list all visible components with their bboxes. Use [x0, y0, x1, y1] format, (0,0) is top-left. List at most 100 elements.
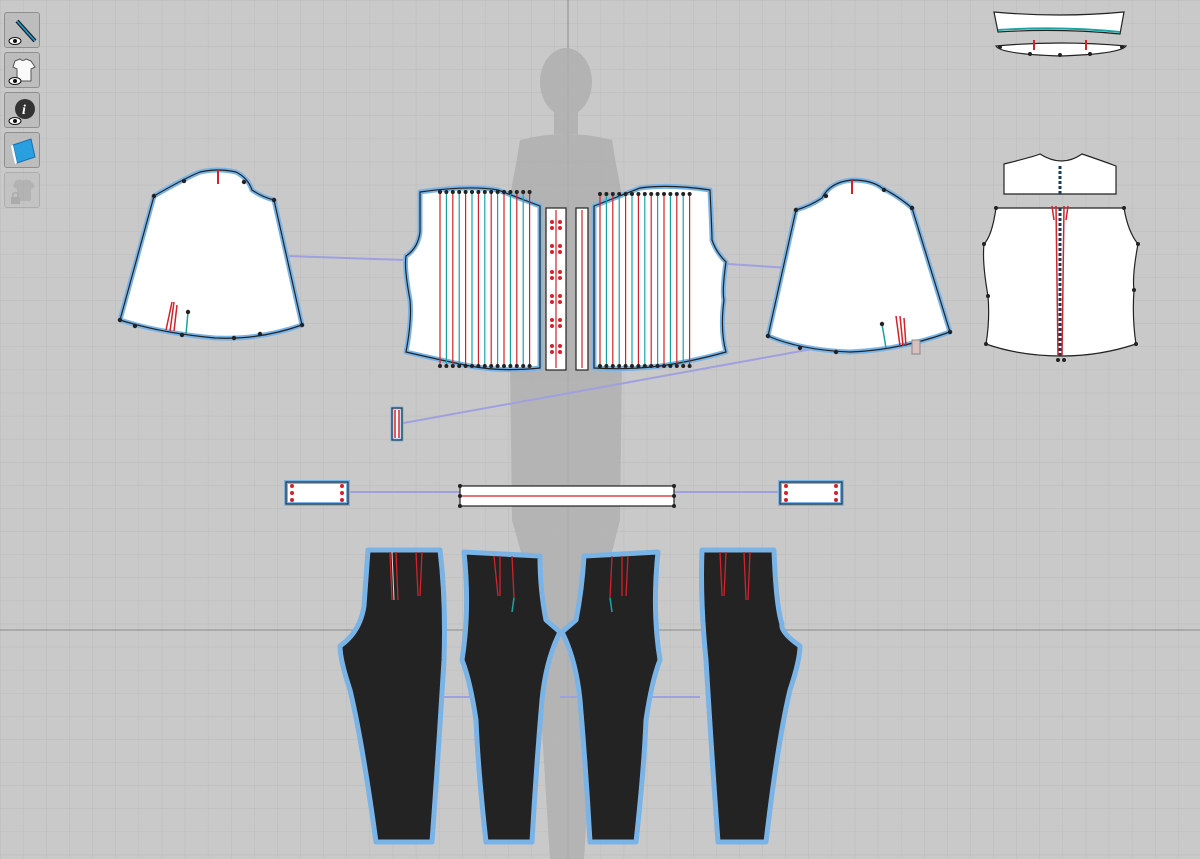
vertex-point	[495, 364, 500, 368]
vertex-point	[623, 192, 628, 196]
button-marker	[558, 226, 562, 230]
pleat-lines-left	[438, 190, 532, 368]
vertex-point	[457, 190, 462, 194]
button-marker	[558, 350, 562, 354]
pants-back-right-piece[interactable]	[559, 549, 663, 845]
vertex-point	[681, 364, 686, 368]
collar-piece[interactable]	[995, 40, 1128, 57]
vertex-point	[649, 192, 654, 196]
vertex-point	[495, 190, 500, 194]
cuff-left-piece[interactable]	[284, 480, 350, 506]
vertex-point	[463, 190, 468, 194]
vertex-point	[514, 364, 519, 368]
back-yoke-piece[interactable]	[1003, 153, 1117, 195]
vertex-point	[662, 192, 666, 196]
vertex-point	[610, 192, 615, 196]
button-marker	[550, 276, 554, 280]
vertex-point	[636, 192, 641, 196]
vertex-point	[527, 364, 532, 368]
vertex-point	[450, 190, 455, 194]
button-marker	[550, 344, 554, 348]
button-marker	[558, 294, 562, 298]
button-marker	[558, 276, 562, 280]
placket-left-piece[interactable]	[545, 207, 567, 371]
front-bodice-right-piece[interactable]	[591, 183, 729, 372]
locked-garment-button[interactable]	[4, 172, 40, 208]
button-marker	[558, 344, 562, 348]
vertex-point	[457, 364, 462, 368]
vertex-point	[636, 364, 641, 368]
collar-stand-piece[interactable]	[993, 11, 1125, 35]
vertex-point	[438, 190, 442, 194]
garment-visibility-icon	[8, 58, 36, 85]
button-marker	[558, 324, 562, 328]
right-sleeve-piece[interactable]	[765, 177, 953, 355]
vertex-point	[463, 364, 468, 368]
vertex-point	[642, 192, 647, 196]
small-tab-piece[interactable]	[390, 406, 404, 442]
button-marker	[550, 300, 554, 304]
vertex-point	[489, 364, 494, 368]
vertex-point	[610, 364, 615, 368]
svg-text:i: i	[22, 103, 26, 118]
vertex-point	[617, 192, 622, 196]
vertex-point	[642, 364, 647, 368]
vertex-point	[655, 192, 660, 196]
vertex-point	[444, 190, 449, 194]
vertex-point	[470, 190, 474, 194]
button-marker	[550, 226, 554, 230]
button-marker	[558, 318, 562, 322]
vertex-point	[502, 190, 506, 194]
info-visibility-button[interactable]: i	[4, 92, 40, 128]
pants-back-left-piece[interactable]	[459, 549, 563, 845]
vertex-point	[674, 192, 679, 196]
vertex-point	[470, 364, 474, 368]
vertex-point	[444, 364, 449, 368]
texture-icon	[11, 138, 36, 164]
vertex-point	[617, 364, 622, 368]
cuff-right-piece[interactable]	[778, 480, 844, 506]
waistband-piece[interactable]	[458, 484, 676, 508]
locked-garment-icon	[11, 179, 35, 204]
pants-front-right-piece[interactable]	[699, 547, 803, 845]
vertex-point	[655, 364, 660, 368]
vertex-point	[527, 190, 532, 194]
vertex-point	[521, 364, 526, 368]
pencil-visibility-button[interactable]	[4, 12, 40, 48]
button-marker	[550, 220, 554, 224]
vertex-point	[508, 190, 513, 194]
garment-visibility-button[interactable]	[4, 52, 40, 88]
vertex-point	[598, 192, 602, 196]
vertex-point	[508, 364, 513, 368]
vertex-point	[598, 364, 602, 368]
vertex-point	[687, 192, 692, 196]
vertex-point	[681, 192, 686, 196]
vertex-point	[482, 364, 487, 368]
vertex-point	[502, 364, 506, 368]
button-marker	[558, 220, 562, 224]
left-sleeve-piece[interactable]	[117, 167, 305, 341]
button-marker	[550, 244, 554, 248]
placket-right-piece[interactable]	[575, 207, 589, 371]
texture-button[interactable]	[4, 132, 40, 168]
vertex-point	[687, 364, 692, 368]
front-bodice-left-piece[interactable]	[403, 185, 543, 373]
button-marker	[558, 244, 562, 248]
vertex-point	[604, 192, 609, 196]
button-marker	[558, 270, 562, 274]
pants-front-left-piece[interactable]	[337, 547, 447, 845]
vertex-point	[662, 364, 666, 368]
back-bodice-piece[interactable]	[982, 205, 1140, 362]
vertex-point	[489, 190, 494, 194]
view-toolbar: i	[4, 12, 44, 212]
info-visibility-icon: i	[8, 99, 35, 125]
vertex-point	[604, 364, 609, 368]
vertex-point	[630, 364, 634, 368]
vertex-point	[476, 364, 481, 368]
vertex-point	[438, 364, 442, 368]
vertex-point	[482, 190, 487, 194]
vertex-point	[450, 364, 455, 368]
vertex-point	[521, 190, 526, 194]
button-marker	[550, 350, 554, 354]
